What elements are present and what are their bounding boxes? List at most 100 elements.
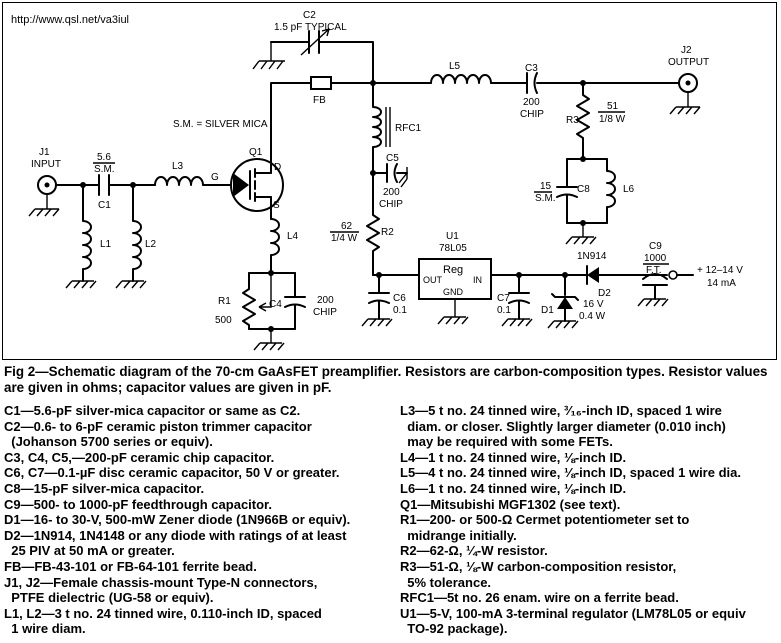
gate-label: G bbox=[211, 172, 219, 183]
parts-line: L5—4 t no. 24 tinned wire, ⅛-inch ID, sp… bbox=[400, 465, 741, 481]
r1-value: 500 bbox=[215, 315, 232, 326]
d1-watt: 0.4 W bbox=[579, 311, 606, 322]
j1-text: INPUT bbox=[31, 159, 61, 170]
j2-label: J2 bbox=[681, 45, 692, 56]
r2-value: 62 bbox=[341, 221, 353, 232]
parts-line: D2—1N914, 1N4148 or any diode with ratin… bbox=[4, 527, 347, 543]
parts-list: C1—5.6-pF silver-mica capacitor or same … bbox=[4, 403, 778, 641]
url-text: http://www.qsl.net/va3iul bbox=[11, 14, 129, 26]
c6-value: 0.1 bbox=[393, 305, 407, 316]
c2-trimmer-arrow bbox=[300, 28, 330, 56]
c5-value: 200 bbox=[383, 187, 400, 198]
c4-type: CHIP bbox=[313, 307, 337, 318]
l5-label: L5 bbox=[449, 61, 461, 72]
c8-value: 15 bbox=[540, 181, 552, 192]
l6-inductor bbox=[606, 158, 616, 224]
q1-label: Q1 bbox=[249, 147, 263, 158]
r3-label: R3 bbox=[566, 115, 579, 126]
d1-volt: 16 V bbox=[583, 299, 604, 310]
parts-line: U1—5-V, 100-mA 3-terminal regulator (LM7… bbox=[400, 605, 746, 621]
c6-label: C6 bbox=[393, 293, 406, 304]
j1-label: J1 bbox=[39, 147, 50, 158]
r2-watt: 1/4 W bbox=[331, 233, 358, 244]
in-pin-label: IN bbox=[473, 275, 482, 285]
u1-part: 78L05 bbox=[439, 243, 467, 254]
l6-label: L6 bbox=[623, 184, 635, 195]
c6-ground bbox=[361, 318, 393, 327]
r1-wiper-arrow bbox=[258, 273, 272, 312]
rfc1-inductor bbox=[372, 82, 382, 174]
c5-capacitor bbox=[372, 163, 408, 183]
d2-label: D2 bbox=[598, 288, 611, 299]
d2-part: 1N914 bbox=[577, 251, 607, 262]
rfc1-ferrite-lines bbox=[385, 107, 391, 147]
parts-list-left: C1—5.6-pF silver-mica capacitor or same … bbox=[4, 403, 399, 637]
parts-line: C8—15-pF silver-mica capacitor. bbox=[4, 480, 205, 496]
parts-line: RFC1—5t no. 26 enam. wire on a ferrite b… bbox=[400, 590, 679, 606]
c5-type: CHIP bbox=[379, 199, 403, 210]
c5-label: C5 bbox=[386, 153, 399, 164]
supply-current: 14 mA bbox=[707, 278, 736, 289]
l2-ground bbox=[115, 280, 147, 289]
parts-line: C9—500- to 1000-pF feedthrough capacitor… bbox=[4, 496, 273, 512]
c9-type: F.T. bbox=[646, 265, 662, 276]
c7-label: C7 bbox=[497, 293, 510, 304]
j2-text: OUTPUT bbox=[668, 57, 709, 68]
l3-label: L3 bbox=[172, 161, 184, 172]
c4-capacitor bbox=[284, 272, 306, 330]
parts-line: L1, L2—3 t no. 24 tinned wire, 0.110-inc… bbox=[4, 605, 322, 621]
j1-input-connector bbox=[28, 175, 60, 217]
drain-wire-up bbox=[270, 82, 312, 174]
fb-label: FB bbox=[313, 95, 326, 106]
l4-label: L4 bbox=[287, 231, 299, 242]
c1-value: 5.6 bbox=[97, 152, 111, 163]
parts-line: diam. or closer. Slightly larger diamete… bbox=[400, 418, 726, 434]
c4-value: 200 bbox=[317, 295, 334, 306]
tank-ground bbox=[565, 223, 597, 245]
c2-value: 1.5 pF TYPICAL bbox=[274, 22, 347, 33]
c9-label: C9 bbox=[649, 241, 662, 252]
gnd-pin-label: GND bbox=[443, 287, 464, 297]
d1-zener-diode bbox=[547, 274, 579, 329]
c1-type: S.M. bbox=[94, 164, 115, 175]
reg-label: Reg bbox=[443, 264, 463, 276]
parts-line: L3—5 t no. 24 tinned wire, ³⁄₁₆-inch ID,… bbox=[400, 403, 722, 418]
r3-value: 51 bbox=[607, 101, 619, 112]
rfc1-label: RFC1 bbox=[395, 123, 422, 134]
r3-watt: 1/8 W bbox=[599, 114, 626, 125]
u1-ground bbox=[437, 299, 469, 325]
source-label: S bbox=[273, 200, 280, 211]
parts-line: (Johanson 5700 series or equiv). bbox=[4, 434, 213, 450]
r3-resistor bbox=[576, 82, 590, 160]
c7-capacitor bbox=[508, 274, 530, 320]
c1-label: C1 bbox=[98, 200, 111, 211]
d2-diode bbox=[586, 265, 599, 285]
schematic-frame: http://www.qsl.net/va3iul C2 1.5 pF TYPI… bbox=[2, 2, 777, 360]
c2-chassis-ground bbox=[252, 42, 285, 70]
l1-ground bbox=[65, 280, 97, 289]
c6-capacitor bbox=[368, 274, 390, 320]
parts-line: C6, C7—0.1-µF disc ceramic capacitor, 50… bbox=[4, 465, 340, 481]
parts-list-right: L3—5 t no. 24 tinned wire, ³⁄₁₆-inch ID,… bbox=[400, 403, 778, 637]
l1-label: L1 bbox=[100, 239, 112, 250]
parts-line: C2—0.6- to 6-pF ceramic piston trimmer c… bbox=[4, 418, 312, 434]
c3-label: C3 bbox=[525, 63, 538, 74]
parts-line: may be required with some FETs. bbox=[400, 434, 613, 450]
c7-value: 0.1 bbox=[497, 305, 511, 316]
parts-line: R3—51-Ω, ⅛-W carbon-composition resistor… bbox=[400, 558, 677, 574]
parts-line: R2—62-Ω, ¼-W resistor. bbox=[400, 543, 548, 559]
r1-ground bbox=[253, 329, 285, 351]
c3-type: CHIP bbox=[520, 109, 544, 120]
silver-mica-note: S.M. = SILVER MICA bbox=[173, 119, 268, 130]
c5-ground bbox=[398, 167, 408, 188]
parts-line: J1, J2—Female chassis-mount Type-N conne… bbox=[4, 574, 318, 590]
parts-line: 5% tolerance. bbox=[400, 574, 492, 590]
parts-line: L6—1 t no. 24 tinned wire, ⅛-inch ID. bbox=[400, 480, 627, 496]
j2-output-connector bbox=[669, 73, 701, 115]
l3-inductor bbox=[154, 176, 204, 186]
parts-line: D1—16- to 30-V, 500-mW Zener diode (1N96… bbox=[4, 512, 351, 528]
parts-line: Q1—Mitsubishi MGF1302 (see text). bbox=[400, 496, 621, 512]
r2-label: R2 bbox=[381, 227, 394, 238]
drain-label: D bbox=[274, 162, 281, 173]
l5-inductor bbox=[430, 74, 492, 84]
